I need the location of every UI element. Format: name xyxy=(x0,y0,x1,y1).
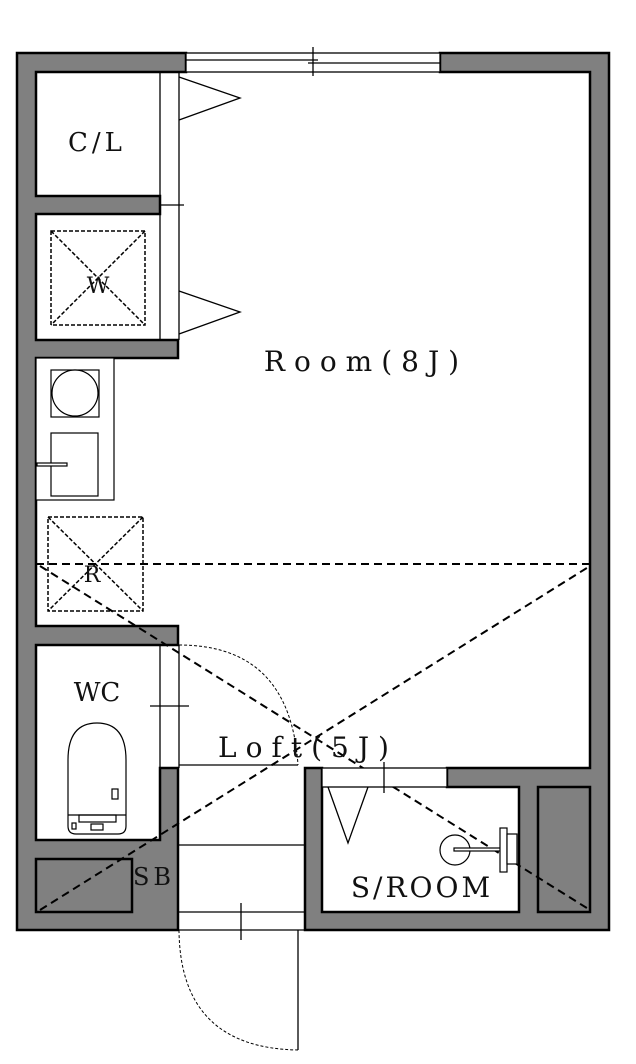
pillar-shaft xyxy=(536,785,592,914)
loft-label: Loft(5J) xyxy=(218,731,398,764)
storage-room-label: S/ROOM xyxy=(351,871,493,904)
washer-space xyxy=(50,230,146,326)
stove-burner xyxy=(51,369,99,417)
washer-label: W xyxy=(87,274,110,299)
water-heater-icon xyxy=(439,827,518,873)
refrigerator-label: R xyxy=(84,563,102,588)
top-window xyxy=(185,47,441,76)
main-room-label: Room(8J) xyxy=(264,345,468,378)
entry-door-swing xyxy=(178,929,299,1051)
shoe-box-solid xyxy=(34,857,134,914)
closet-label: C/L xyxy=(68,128,126,158)
storage-room-door xyxy=(321,762,448,845)
walls xyxy=(15,51,611,932)
toilet-icon xyxy=(67,722,127,835)
entry-door-swing-upper xyxy=(178,644,299,766)
faucet xyxy=(36,462,68,467)
loft-outline xyxy=(36,563,591,911)
kitchen-counter xyxy=(35,357,115,501)
entry-hall xyxy=(179,844,305,1050)
shoe-box-label: SB xyxy=(133,863,175,891)
wc-label: WC xyxy=(74,678,121,708)
closet-sliding-door xyxy=(159,72,242,340)
wc-door xyxy=(150,645,189,768)
